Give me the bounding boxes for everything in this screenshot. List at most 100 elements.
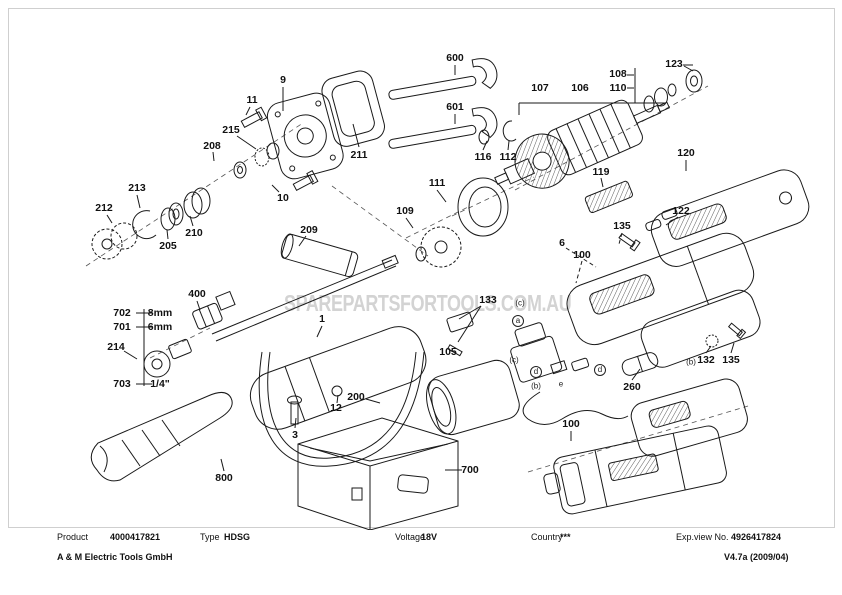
part-label-135: 135 [722,354,740,366]
part-label-215: 215 [222,124,240,136]
housing-left [566,232,755,346]
leader-line [705,345,712,354]
star-washer-132 [705,334,719,348]
product-value: 4000417821 [110,532,161,542]
part-label-6mm: 6mm [147,321,173,333]
leader-line [316,325,323,338]
leader-line [365,398,381,404]
clutch-parts [91,142,280,260]
leader-line [189,215,194,227]
brush-plate [584,180,633,214]
type-label: Type [200,532,220,542]
leader-line [196,300,201,311]
part-label-123: 123 [665,58,683,70]
leader-line [123,350,138,360]
type-value: HDSG [224,532,251,542]
nose-grip [90,392,233,482]
part-label-3: 3 [292,429,298,441]
part-label-701: 701 [113,321,131,333]
version-date: V4.7a (2009/04) [724,552,789,562]
part-label-14: 1/4" [150,378,170,390]
leader-line [730,342,735,354]
part-label-210: 210 [185,227,203,239]
leader-line [482,140,488,151]
callout-letter-b: (b) [531,381,541,391]
grease-tube [280,233,359,278]
leader-line [220,458,225,472]
leader-line [271,184,280,193]
part-label-135: 135 [613,220,631,232]
armature [494,99,671,189]
leader-line [136,194,141,209]
part-label-12: 12 [330,402,342,414]
wrench-600 [388,58,498,100]
drawing-border [8,8,835,528]
leader-line [166,229,169,240]
leader-line [405,217,414,229]
part-label-119: 119 [592,166,610,178]
housing-right [650,169,810,267]
part-label-105: 105 [439,346,457,358]
part-label-120: 120 [677,147,695,159]
part-label-112: 112 [499,151,517,163]
part-label-11: 11 [246,94,258,106]
armature-washers [478,69,703,145]
part-label-600: 600 [446,52,464,64]
leader-line [236,135,257,150]
leader-line [631,368,641,381]
leader-line [106,214,113,224]
callout-letter-e: e [558,379,564,389]
part-label-200: 200 [347,391,365,403]
part-label-106: 106 [571,82,589,94]
fan [415,226,462,268]
callout-letter-c: (c) [509,355,519,365]
leader-line [457,305,482,343]
leader-line [212,151,215,162]
callout-letter-c: (c) [515,298,525,308]
part-label-122: 122 [672,205,690,217]
screw-135 [618,232,641,252]
callout-letter-d: d [594,364,606,376]
part-label-211: 211 [350,149,368,161]
part-label-400: 400 [188,288,206,300]
bolt-11 [240,106,268,129]
part-label-1: 1 [319,313,325,325]
bearing-flange [457,177,509,237]
part-label-213: 213 [128,182,146,194]
part-label-212: 212 [95,202,113,214]
motor-sleeve [426,359,520,436]
part-label-100: 100 [573,249,591,261]
part-label-214: 214 [107,341,125,353]
part-label-6: 6 [559,237,565,249]
part-label-132: 132 [697,354,715,366]
country-label: Country [531,532,563,542]
leader-line [665,216,679,226]
part-label-111: 111 [428,177,446,189]
part-label-10: 10 [277,192,289,204]
part-label-8mm: 8mm [147,307,173,319]
part-label-800: 800 [215,472,233,484]
leader-line [245,106,251,116]
voltage-label: Voltage [395,532,426,542]
part-label-209: 209 [300,224,318,236]
leader-line [352,123,360,148]
callout-letter-b: (b) [686,357,696,367]
part-label-9: 9 [280,74,286,86]
carrying-case [297,417,459,530]
leader-line [618,232,623,245]
country-value: *** [560,532,571,542]
wrench-601 [388,107,498,149]
expview-value: 4926417824 [731,532,782,542]
battery-pack [543,425,727,515]
leader-line [436,189,447,203]
leader-line [336,394,339,404]
part-label-601: 601 [446,101,464,113]
spindle [143,254,399,378]
part-label-260: 260 [623,381,641,393]
bolt-10 [292,170,319,192]
leader-lines [106,64,735,472]
voltage-value: 18V [421,532,438,542]
expview-label: Exp.view No. [676,532,729,542]
part-label-116: 116 [474,151,492,163]
